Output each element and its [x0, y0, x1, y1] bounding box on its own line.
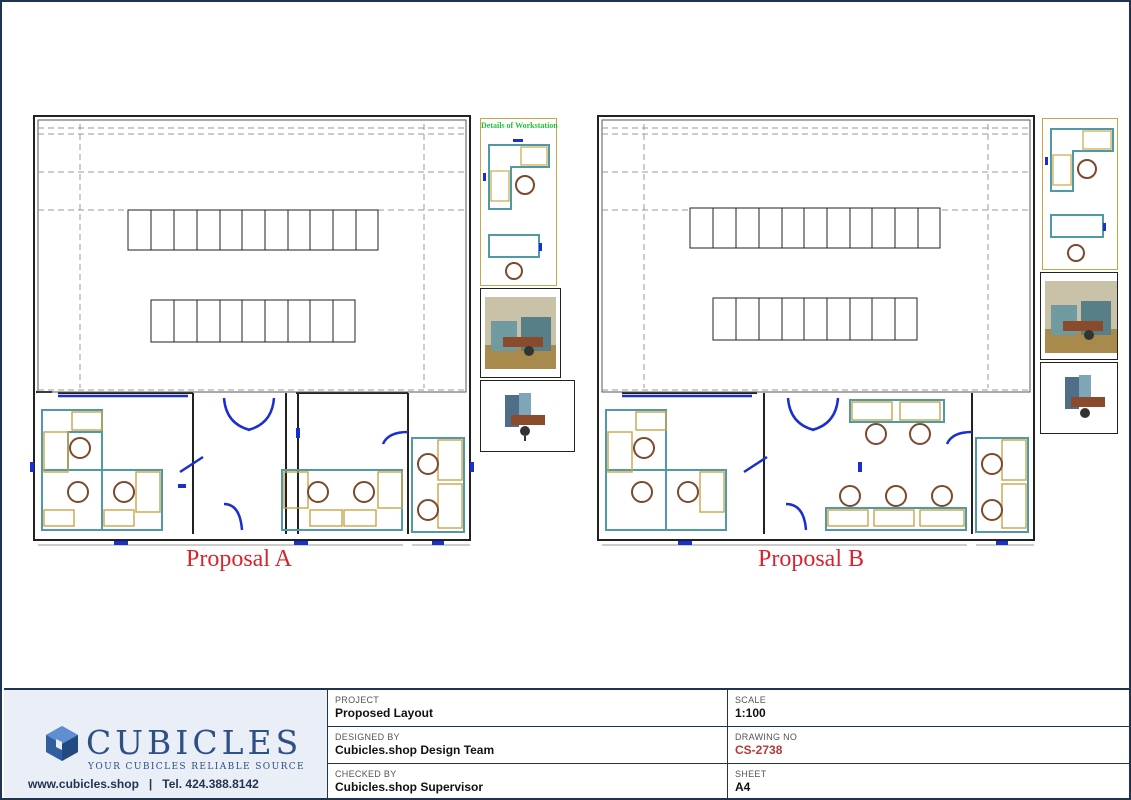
proposal-b-title: Proposal B — [758, 546, 865, 572]
checked-label: CHECKED BY — [335, 769, 397, 779]
cubicle-render-image-1 — [480, 288, 561, 378]
cubicle-render-image-2 — [480, 380, 575, 452]
scale-value: 1:100 — [735, 706, 766, 720]
cubicle-render-image-3 — [1040, 272, 1118, 360]
designed-label: DESIGNED BY — [335, 732, 400, 742]
drawing-no-value: CS-2738 — [735, 743, 783, 757]
designed-cell: DESIGNED BY Cubicles.shop Design Team — [328, 727, 728, 764]
drawing-area: Proposal A Details of Workstation — [2, 2, 1129, 688]
scale-cell: SCALE 1:100 — [728, 690, 1129, 727]
company-logo: CUBICLES — [44, 724, 302, 762]
project-label: PROJECT — [335, 695, 380, 705]
sheet-value: A4 — [735, 780, 751, 794]
designed-value: Cubicles.shop Design Team — [335, 743, 495, 757]
scale-label: SCALE — [735, 695, 767, 705]
checked-value: Cubicles.shop Supervisor — [335, 780, 484, 794]
contact-info: www.cubicles.shop | Tel. 424.388.8142 — [28, 777, 259, 791]
floor-plan-a — [30, 115, 474, 546]
title-info-grid: PROJECT Proposed Layout SCALE 1:100 DESI… — [328, 690, 1129, 798]
floor-plan-b — [597, 115, 1035, 546]
title-block: CUBICLES YOUR CUBICLES RELIABLE SOURCE w… — [4, 688, 1129, 798]
company-logo-cell: CUBICLES YOUR CUBICLES RELIABLE SOURCE w… — [4, 690, 328, 798]
workstation-details-title: Details of Workstation — [481, 121, 558, 130]
drawing-no-cell: DRAWING NO CS-2738 — [728, 727, 1129, 764]
brand-tagline: YOUR CUBICLES RELIABLE SOURCE — [88, 762, 306, 772]
sheet-cell: SHEET A4 — [728, 764, 1129, 798]
workstation-detail-diagram — [483, 139, 550, 280]
proposal-a-title: Proposal A — [186, 546, 293, 572]
workstation-details-panel: Details of Workstation — [480, 118, 558, 286]
checked-cell: CHECKED BY Cubicles.shop Supervisor — [328, 764, 728, 798]
project-value: Proposed Layout — [335, 706, 434, 720]
brand-name: CUBICLES — [86, 723, 303, 762]
project-cell: PROJECT Proposed Layout — [328, 690, 728, 727]
workstation-details-panel-b — [1042, 118, 1118, 270]
cube-logo-icon — [46, 726, 78, 761]
drawing-no-label: DRAWING NO — [735, 732, 798, 742]
cubicle-render-image-4 — [1040, 362, 1118, 434]
sheet-label: SHEET — [735, 769, 767, 779]
